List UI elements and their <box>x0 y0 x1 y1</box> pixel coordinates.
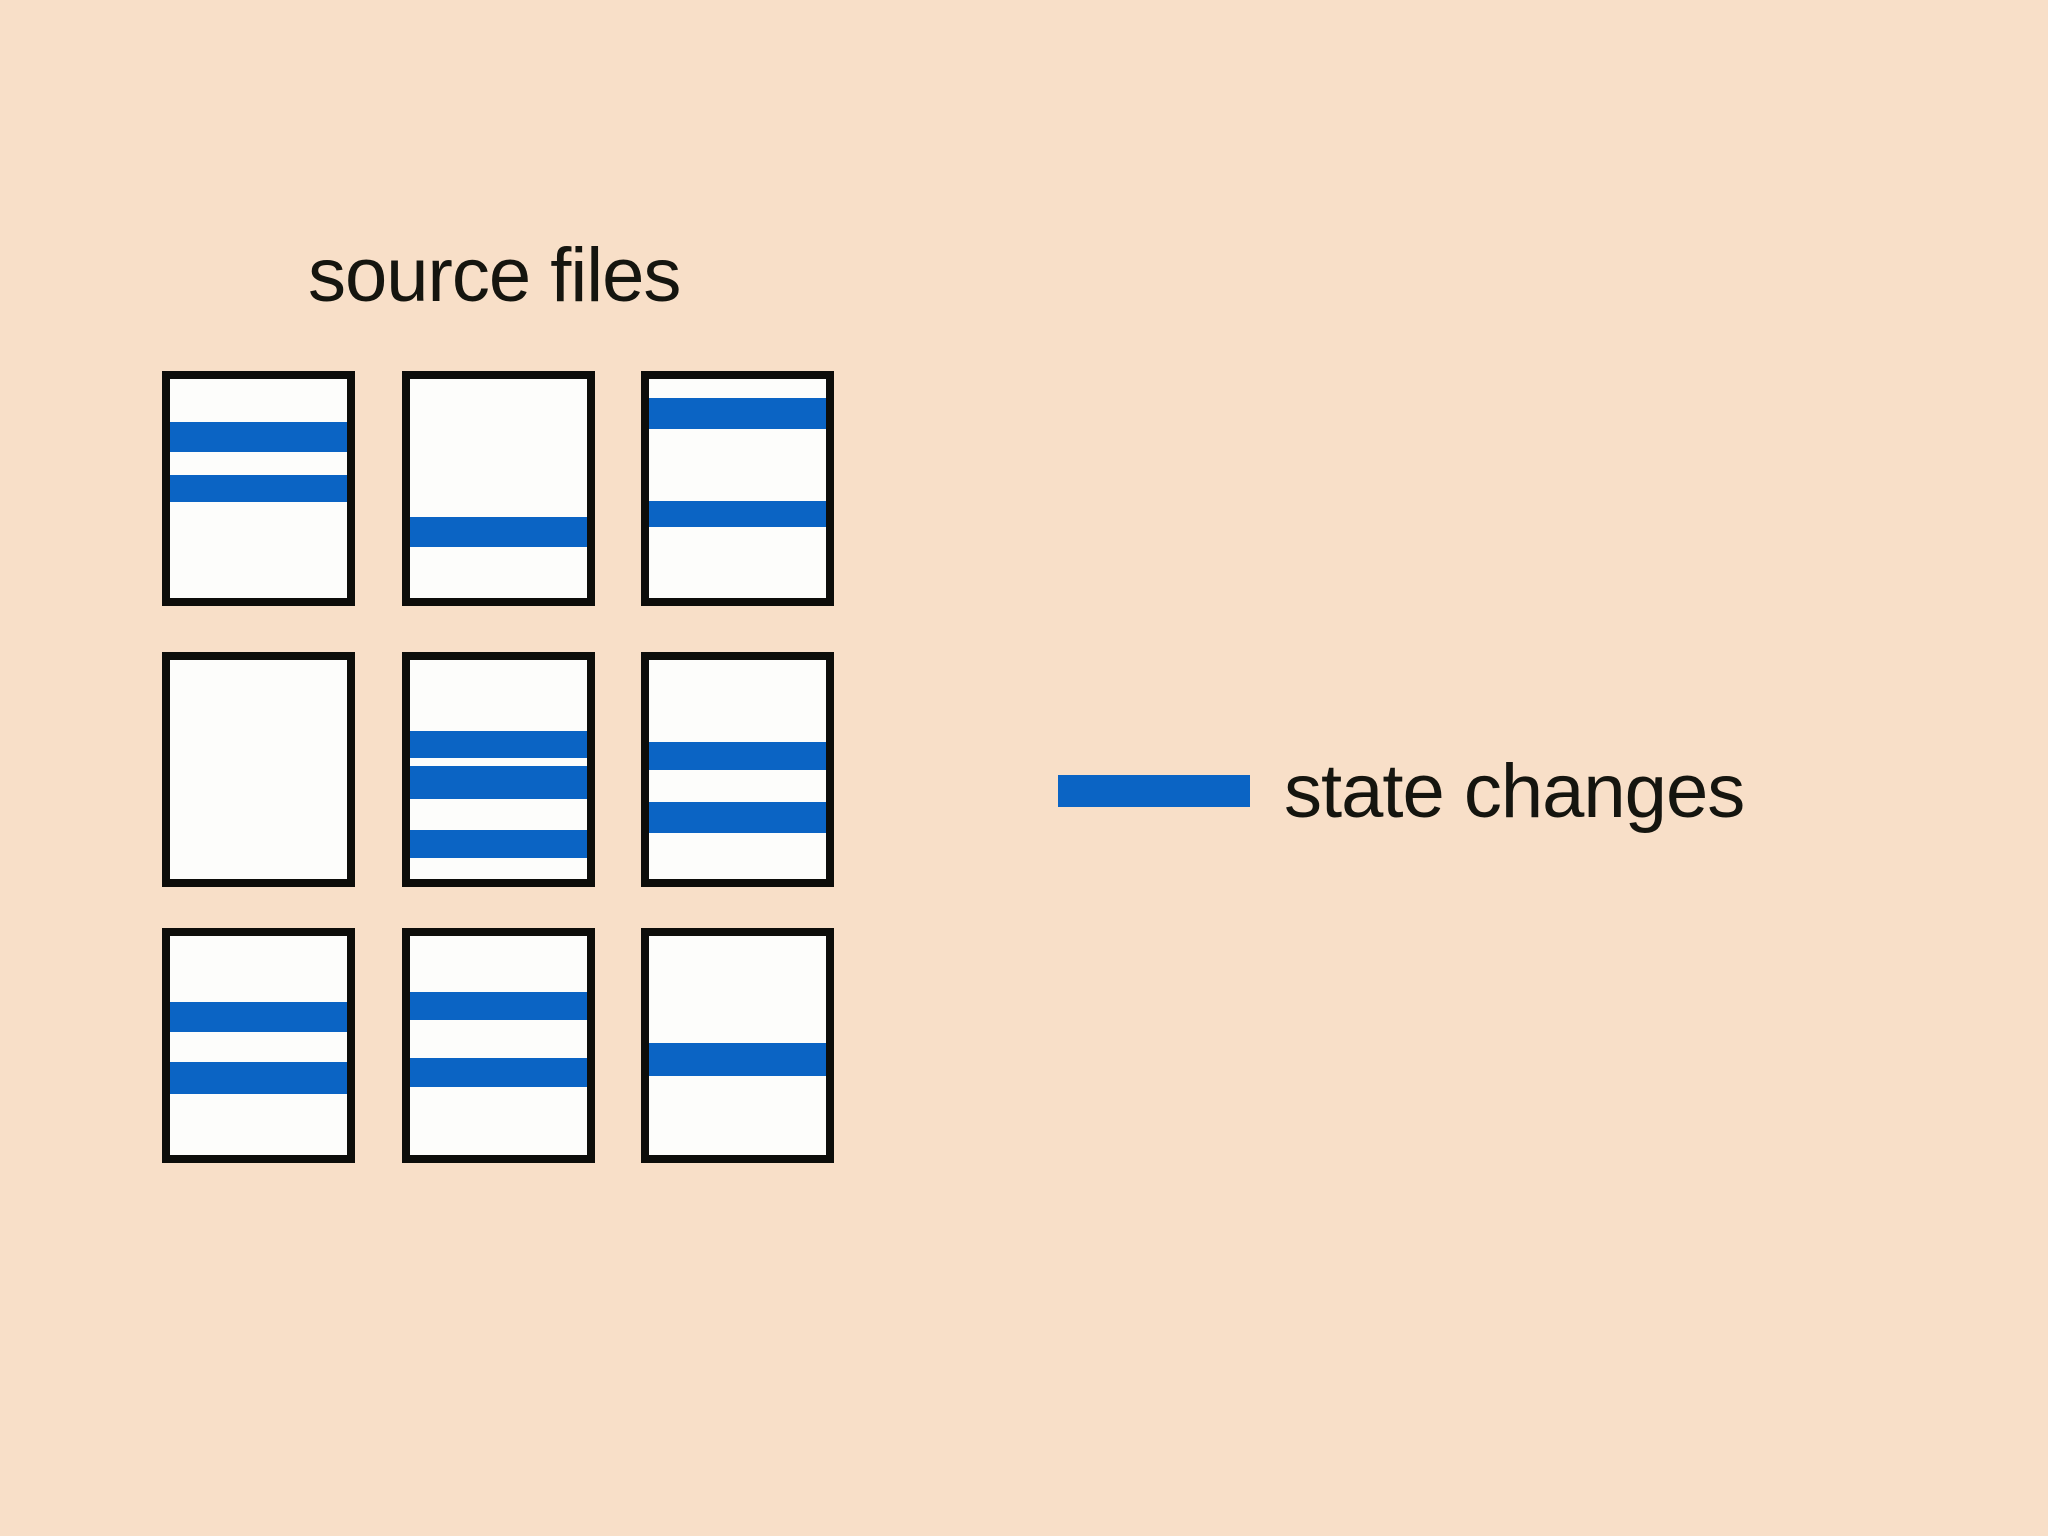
state-change-stripe <box>410 992 587 1020</box>
state-change-stripe <box>410 1058 587 1087</box>
legend: state changes <box>1058 736 1745 846</box>
file-icon <box>162 928 355 1163</box>
state-change-swatch <box>1058 775 1250 807</box>
file-icon <box>641 928 834 1163</box>
state-change-stripe <box>410 517 587 547</box>
state-change-stripe <box>410 766 587 799</box>
file-icon <box>641 652 834 887</box>
state-change-stripe <box>649 501 826 527</box>
page-title: source files <box>308 233 681 318</box>
legend-label: state changes <box>1284 748 1745 834</box>
file-icon <box>162 371 355 606</box>
state-change-stripe <box>170 1062 347 1094</box>
state-change-stripe <box>170 422 347 452</box>
state-change-stripe <box>170 475 347 502</box>
file-icon <box>162 652 355 887</box>
state-change-stripe <box>170 1002 347 1032</box>
state-change-stripe <box>649 1043 826 1076</box>
state-change-stripe <box>649 802 826 833</box>
state-change-stripe <box>410 731 587 758</box>
state-change-stripe <box>410 830 587 858</box>
state-change-stripe <box>649 742 826 770</box>
state-change-stripe <box>649 398 826 429</box>
file-icon <box>402 928 595 1163</box>
file-icon <box>641 371 834 606</box>
file-icon <box>402 652 595 887</box>
file-icon <box>402 371 595 606</box>
